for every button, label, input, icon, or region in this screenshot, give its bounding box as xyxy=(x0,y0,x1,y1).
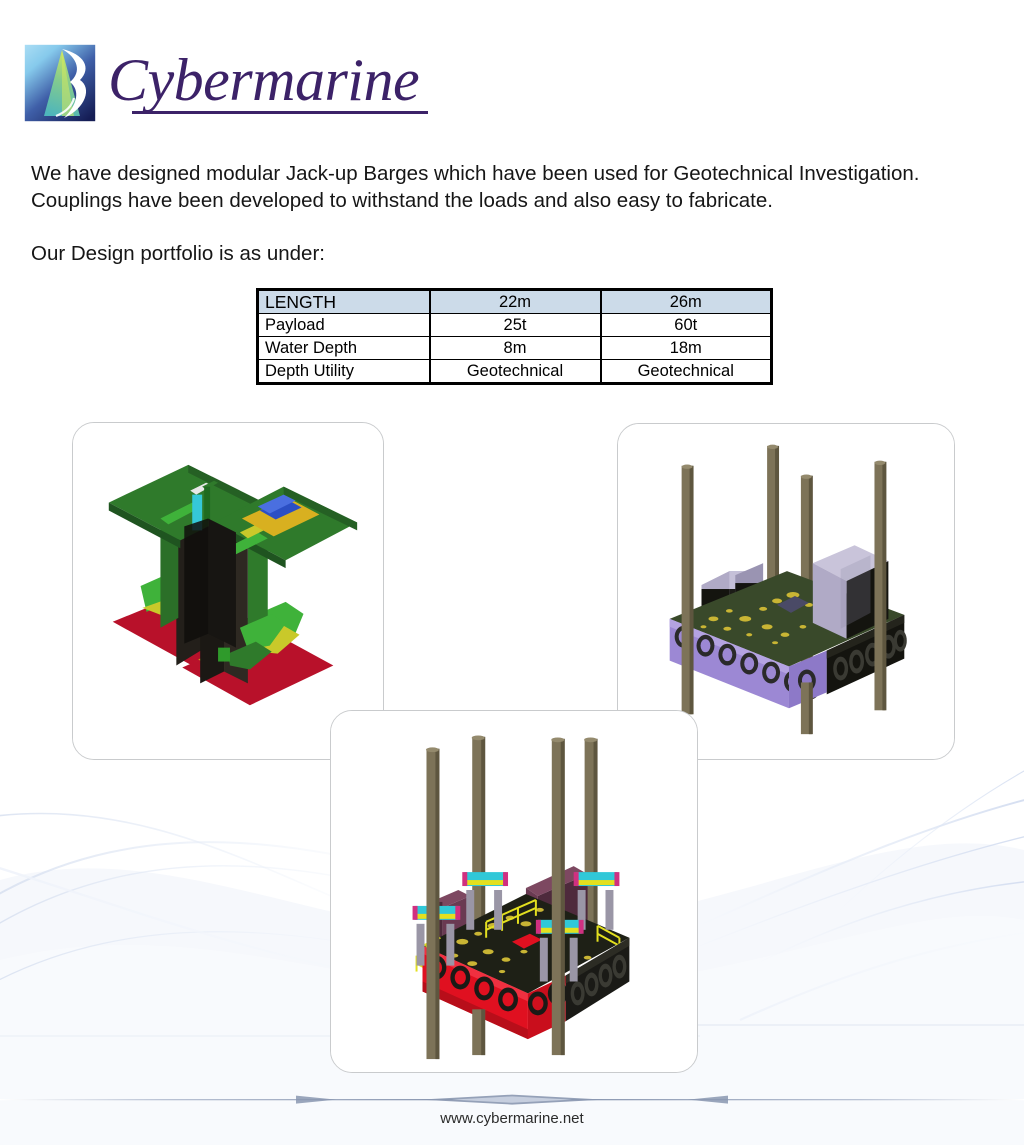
table-cell-value: Geotechnical xyxy=(428,359,601,384)
table-cell-label: LENGTH xyxy=(257,289,430,314)
jackup-barge-red-render-image xyxy=(331,711,697,1072)
gallery-card-jackup-barge-red xyxy=(330,710,698,1073)
table-row: Water Depth 8m 18m xyxy=(257,336,772,360)
table-cell-value: 22m xyxy=(428,289,601,314)
intro-paragraph: We have designed modular Jack-up Barges … xyxy=(31,160,1006,214)
portfolio-heading: Our Design portfolio is as under: xyxy=(31,242,325,265)
spec-table: LENGTH 22m 26m Payload 25t 60t Water Dep… xyxy=(256,288,773,385)
cybermarine-ab-logo-icon xyxy=(23,43,97,123)
brand-wordmark-underline xyxy=(132,111,428,114)
table-row: Payload 25t 60t xyxy=(257,313,772,337)
table-cell-label: Payload xyxy=(257,313,430,337)
intro-line-2: Couplings have been developed to withsta… xyxy=(31,189,773,212)
table-cell-value: 8m xyxy=(428,336,601,360)
gallery-card-jackup-barge-purple xyxy=(617,423,955,760)
footer-website-url[interactable]: www.cybermarine.net xyxy=(440,1110,584,1127)
table-cell-value: 18m xyxy=(599,336,772,360)
footer-divider xyxy=(0,1094,1024,1105)
table-row: Depth Utility Geotechnical Geotechnical xyxy=(257,359,772,384)
intro-line-1: We have designed modular Jack-up Barges … xyxy=(31,162,920,185)
brand-logo: Cybermarine xyxy=(22,42,428,124)
table-cell-label: Depth Utility xyxy=(257,359,430,384)
table-cell-label: Water Depth xyxy=(257,336,430,360)
table-cell-value: Geotechnical xyxy=(599,359,772,384)
brand-wordmark: Cybermarine xyxy=(108,47,428,116)
brand-wordmark-text: Cybermarine xyxy=(108,47,420,113)
table-row: LENGTH 22m 26m xyxy=(257,289,772,314)
gallery-card-coupling xyxy=(72,422,384,760)
table-cell-value: 25t xyxy=(428,313,601,337)
table-cell-value: 60t xyxy=(599,313,772,337)
table-cell-value: 26m xyxy=(599,289,772,314)
coupling-render-image xyxy=(73,423,383,759)
design-portfolio-table: LENGTH 22m 26m Payload 25t 60t Water Dep… xyxy=(256,288,773,385)
jackup-barge-purple-render-image xyxy=(618,424,954,759)
